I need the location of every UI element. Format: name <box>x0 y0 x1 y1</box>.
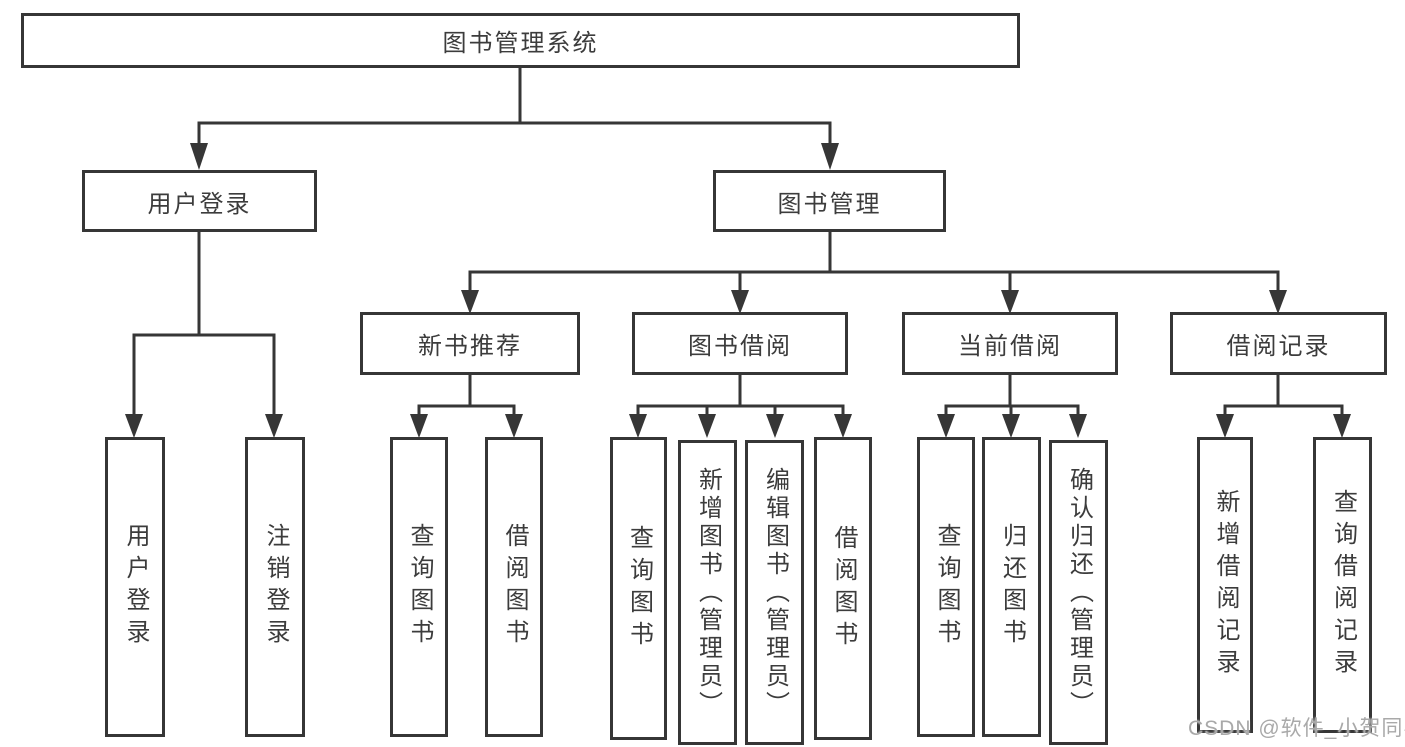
leaf-current-return-books-label: 归还图书 <box>998 523 1026 651</box>
leaf-user-login: 用户登录 <box>105 437 165 737</box>
arrowhead-down <box>629 414 647 438</box>
leaf-borrowing-edit-books-admin: 编辑图书（管理员） <box>745 440 804 745</box>
leaf-borrowing-add-books-admin: 新增图书（管理员） <box>678 440 737 745</box>
node-user-login-label: 用户登录 <box>147 190 252 218</box>
arrowhead-down <box>265 414 283 438</box>
leaf-recommend-borrow-books: 借阅图书 <box>485 437 543 737</box>
arrowhead-down <box>1269 290 1287 314</box>
leaf-current-confirm-return-admin: 确认归还（管理员） <box>1049 440 1108 745</box>
arrowhead-down <box>821 143 839 170</box>
node-current-borrowing-label: 当前借阅 <box>958 333 1062 360</box>
arrowhead-down <box>731 290 749 314</box>
leaf-records-query-record: 查询借阅记录 <box>1313 437 1372 733</box>
csdn-watermark: CSDN @软件_小贺同学 <box>1188 717 1405 740</box>
arrowhead-down <box>505 414 523 438</box>
arrowhead-down <box>937 414 955 438</box>
node-new-book-recommend-label: 新书推荐 <box>418 333 522 360</box>
node-current-borrowing: 当前借阅 <box>902 312 1118 375</box>
leaf-current-return-books: 归还图书 <box>982 437 1041 737</box>
leaf-current-query-books: 查询图书 <box>917 437 975 737</box>
arrowhead-down <box>410 414 428 438</box>
arrowhead-down <box>834 414 852 438</box>
node-borrowing-records: 借阅记录 <box>1170 312 1387 375</box>
node-book-management-label: 图书管理 <box>777 190 882 218</box>
arrowhead-down <box>1002 414 1020 438</box>
leaf-borrowing-query-books: 查询图书 <box>610 437 667 740</box>
arrowhead-down <box>1001 290 1019 314</box>
leaf-recommend-query-books: 查询图书 <box>390 437 448 737</box>
leaf-recommend-borrow-books-label: 借阅图书 <box>501 523 528 651</box>
leaf-user-login-label: 用户登录 <box>122 523 149 651</box>
leaf-borrowing-borrow-books: 借阅图书 <box>814 437 872 740</box>
arrowhead-down <box>1069 414 1087 438</box>
leaf-recommend-query-books-label: 查询图书 <box>406 523 433 651</box>
leaf-current-confirm-return-admin-label: 确认归还（管理员） <box>1065 466 1093 719</box>
leaf-records-add-record-label: 新增借阅记录 <box>1212 489 1239 681</box>
connector-arrowheads <box>125 143 1351 438</box>
arrowhead-down <box>1216 414 1234 438</box>
leaf-records-query-record-label: 查询借阅记录 <box>1329 489 1357 681</box>
node-root-label: 图书管理系统 <box>442 30 599 57</box>
leaf-logout-label: 注销登录 <box>262 523 289 651</box>
arrowhead-down <box>461 290 479 314</box>
node-root: 图书管理系统 <box>21 13 1020 68</box>
leaf-borrowing-query-books-label: 查询图书 <box>625 524 653 653</box>
node-user-login: 用户登录 <box>82 170 317 232</box>
arrowhead-down <box>1333 414 1351 438</box>
node-new-book-recommend: 新书推荐 <box>360 312 580 375</box>
arrowhead-down <box>766 414 784 438</box>
node-book-borrowing-label: 图书借阅 <box>688 333 792 360</box>
leaf-borrowing-borrow-books-label: 借阅图书 <box>830 524 857 653</box>
leaf-current-query-books-label: 查询图书 <box>933 523 960 651</box>
leaf-logout: 注销登录 <box>245 437 305 737</box>
node-book-borrowing: 图书借阅 <box>632 312 848 375</box>
node-borrowing-records-label: 借阅记录 <box>1226 333 1331 360</box>
leaf-borrowing-add-books-admin-label: 新增图书（管理员） <box>694 466 722 719</box>
arrowhead-down <box>190 143 208 170</box>
arrowhead-down <box>125 414 143 438</box>
leaf-records-add-record: 新增借阅记录 <box>1197 437 1253 733</box>
leaf-borrowing-edit-books-admin-label: 编辑图书（管理员） <box>761 466 789 719</box>
arrowhead-down <box>698 414 716 438</box>
node-book-management: 图书管理 <box>713 170 946 232</box>
